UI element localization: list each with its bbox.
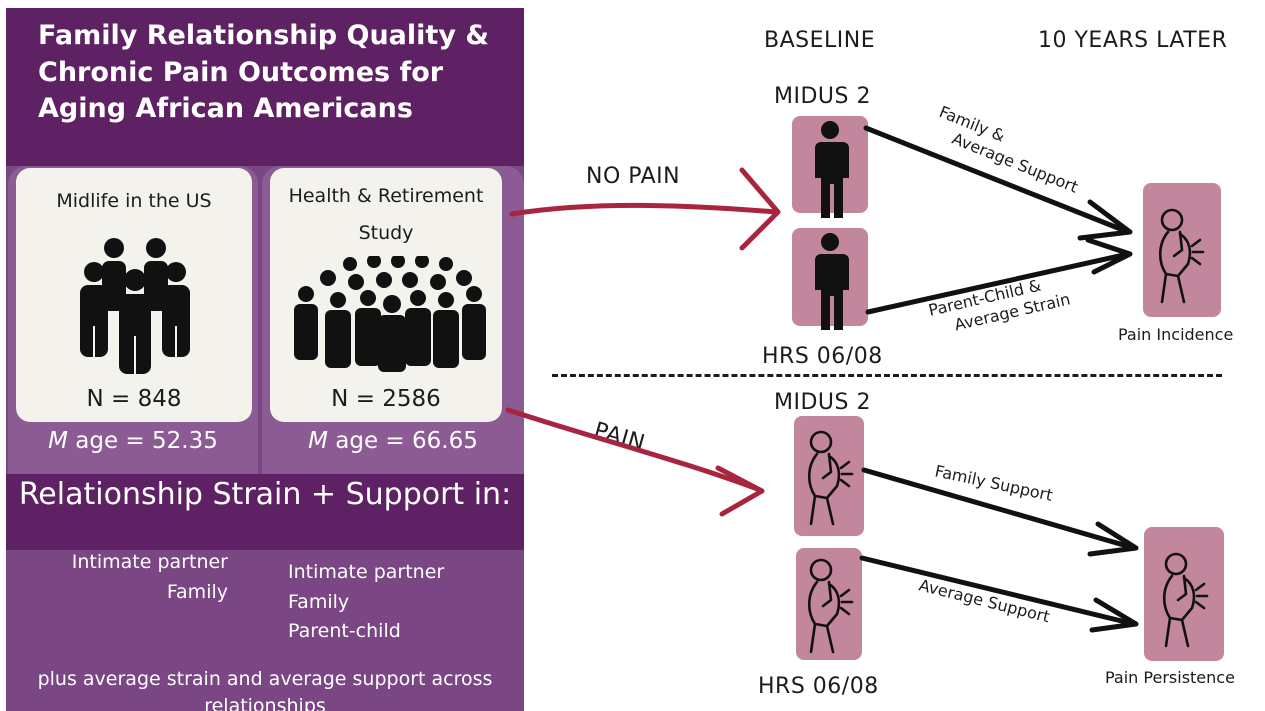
- page-title: Family Relationship Quality & Chronic Pa…: [38, 20, 489, 124]
- list-item: Parent-child: [288, 620, 401, 642]
- pain-persistence-label: Pain Persistence: [1105, 668, 1235, 687]
- path-arrow: [865, 237, 1133, 315]
- relationship-title: Relationship Strain + Support in:: [18, 477, 512, 512]
- midus-baseline-label: MIDUS 2: [774, 390, 871, 415]
- midus-relationship-list: Intimate partner Family: [46, 548, 228, 607]
- midus-age-value: age = 52.35: [75, 428, 218, 454]
- pain-person-icon: [1162, 552, 1209, 648]
- midus-study-name: Midlife in the US: [56, 190, 212, 212]
- person-icon: [815, 233, 849, 330]
- pain-arrow: [505, 407, 765, 517]
- midus-card: Midlife in the US N = 848: [16, 168, 252, 422]
- path-arrow: [859, 555, 1139, 633]
- hrs-baseline-label: HRS 06/08: [762, 344, 883, 369]
- midus-mean-age: M age = 52.35: [6, 428, 260, 454]
- list-item: Family: [288, 590, 350, 613]
- person-icon: [815, 121, 849, 218]
- left-panel: Family Relationship Quality & Chronic Pa…: [6, 8, 524, 711]
- title-band: [6, 8, 524, 166]
- mean-symbol: M: [48, 428, 68, 454]
- baseline-header: BASELINE: [764, 28, 876, 53]
- pain-person-icon: [1158, 208, 1205, 304]
- hrs-baseline-label: HRS 06/08: [758, 674, 879, 699]
- no-pain-label: NO PAIN: [586, 164, 681, 189]
- edge-label: Family Support: [933, 461, 1054, 504]
- no-pain-arrow: [509, 167, 781, 251]
- crowd-icon: [294, 256, 486, 372]
- hrs-card: Health & Retirement Study N = 2586: [270, 168, 502, 422]
- ten-years-header: 10 YEARS LATER: [1038, 28, 1228, 53]
- mean-symbol: M: [308, 428, 328, 454]
- hrs-sample-size: N = 2586: [331, 386, 441, 412]
- group-of-people-icon: [80, 238, 190, 374]
- midus-sample-size: N = 848: [86, 386, 182, 412]
- midus-baseline-label: MIDUS 2: [774, 84, 871, 109]
- path-arrow: [863, 125, 1133, 241]
- average-note: plus average strain and average support …: [37, 668, 493, 711]
- hrs-relationship-list: Intimate partner Family Parent-child: [288, 558, 518, 647]
- baseline-node: [796, 548, 862, 660]
- section-divider: [552, 374, 1222, 377]
- hrs-study-name: Health & Retirement Study: [288, 185, 484, 244]
- list-item: Family: [166, 580, 228, 603]
- list-item: Intimate partner: [288, 561, 445, 583]
- pain-person-icon: [807, 558, 854, 654]
- path-arrow: [861, 467, 1139, 557]
- pain-person-icon: [807, 430, 854, 526]
- hrs-age-value: age = 66.65: [335, 428, 478, 454]
- list-item: Intimate partner: [71, 551, 228, 573]
- hrs-mean-age: M age = 66.65: [262, 428, 524, 454]
- pain-incidence-label: Pain Incidence: [1118, 325, 1234, 344]
- relationship-band: [6, 474, 524, 550]
